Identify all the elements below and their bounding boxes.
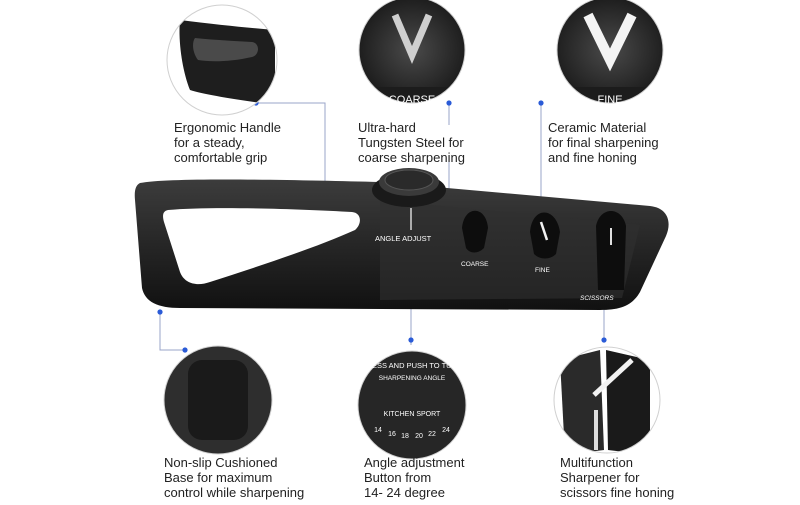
handle-caption-line-3: comfortable grip <box>174 150 268 165</box>
scissors-slot-label: SCISSORS <box>580 295 614 302</box>
coarse-caption-line-1: Ultra-hard <box>358 120 416 135</box>
dial-brand-text: KITCHEN SPORT <box>384 411 441 418</box>
angle-caption: Angle adjustment Button from 14- 24 degr… <box>364 455 464 500</box>
dial-angle-14: 14 <box>374 427 382 434</box>
handle-caption-line-1: Ergonomic Handle <box>174 120 281 135</box>
dial-angle-16: 16 <box>388 431 396 438</box>
angle-caption-line-3: 14- 24 degree <box>364 485 445 500</box>
base-caption: Non-slip Cushioned Base for maximum cont… <box>164 455 304 500</box>
base-connector-line <box>159 312 185 351</box>
coarse-slot-label: COARSE <box>461 261 489 268</box>
angle-caption-line-2: Button from <box>364 470 432 485</box>
handle-connector-line <box>256 102 326 185</box>
scissors-detail-circle <box>553 346 661 454</box>
fine-caption: Ceramic Material for final sharpening an… <box>548 120 659 165</box>
handle-caption: Ergonomic Handle for a steady, comfortab… <box>174 120 281 165</box>
fine-caption-line-1: Ceramic Material <box>548 120 647 135</box>
dial-angle-ticks: 14 16 18 20 22 24 <box>374 427 450 440</box>
dial-sub-text: SHARPENING ANGLE <box>379 375 446 382</box>
dial-angle-18: 18 <box>401 433 409 440</box>
base-caption-line-3: control while sharpening <box>164 485 305 500</box>
dial-top-text: PRESS AND PUSH TO TURN <box>362 361 463 370</box>
scissors-caption-line-1: Multifunction <box>560 455 633 470</box>
fine-slot-label: FINE <box>535 267 550 274</box>
coarse-caption-line-2: Tungsten Steel for <box>358 135 464 150</box>
coarse-caption-line-3: coarse sharpening <box>358 150 465 165</box>
base-caption-line-2: Base for maximum <box>164 470 273 485</box>
coarse-detail-circle: COARSE <box>358 0 466 106</box>
coarse-badge: COARSE <box>389 94 435 106</box>
sharpener-device: ANGLE ADJUST COARSE FINE SCISSORS <box>134 168 669 310</box>
scissors-caption-line-3: scissors fine honing <box>560 485 675 500</box>
coarse-caption: Ultra-hard Tungsten Steel for coarse sha… <box>358 120 465 165</box>
scissors-caption: Multifunction Sharpener for scissors fin… <box>560 455 674 500</box>
fine-badge: FINE <box>597 94 622 106</box>
base-detail-circle <box>163 345 273 455</box>
fine-detail-circle: FINE <box>556 0 664 106</box>
handle-caption-line-2: for a steady, <box>174 135 245 150</box>
angle-caption-line-1: Angle adjustment <box>364 455 465 470</box>
dial-angle-22: 22 <box>428 431 436 438</box>
base-caption-line-1: Non-slip Cushioned <box>164 455 278 470</box>
angle-dial-circle: PRESS AND PUSH TO TURN SHARPENING ANGLE … <box>357 350 467 460</box>
dial-angle-24: 24 <box>442 427 450 434</box>
handle-detail-circle <box>166 4 278 116</box>
fine-caption-line-2: for final sharpening <box>548 135 659 150</box>
scissors-caption-line-2: Sharpener for <box>560 470 640 485</box>
angle-adjust-label: ANGLE ADJUST <box>375 234 432 243</box>
dial-angle-20: 20 <box>415 433 423 440</box>
fine-caption-line-3: and fine honing <box>548 150 637 165</box>
